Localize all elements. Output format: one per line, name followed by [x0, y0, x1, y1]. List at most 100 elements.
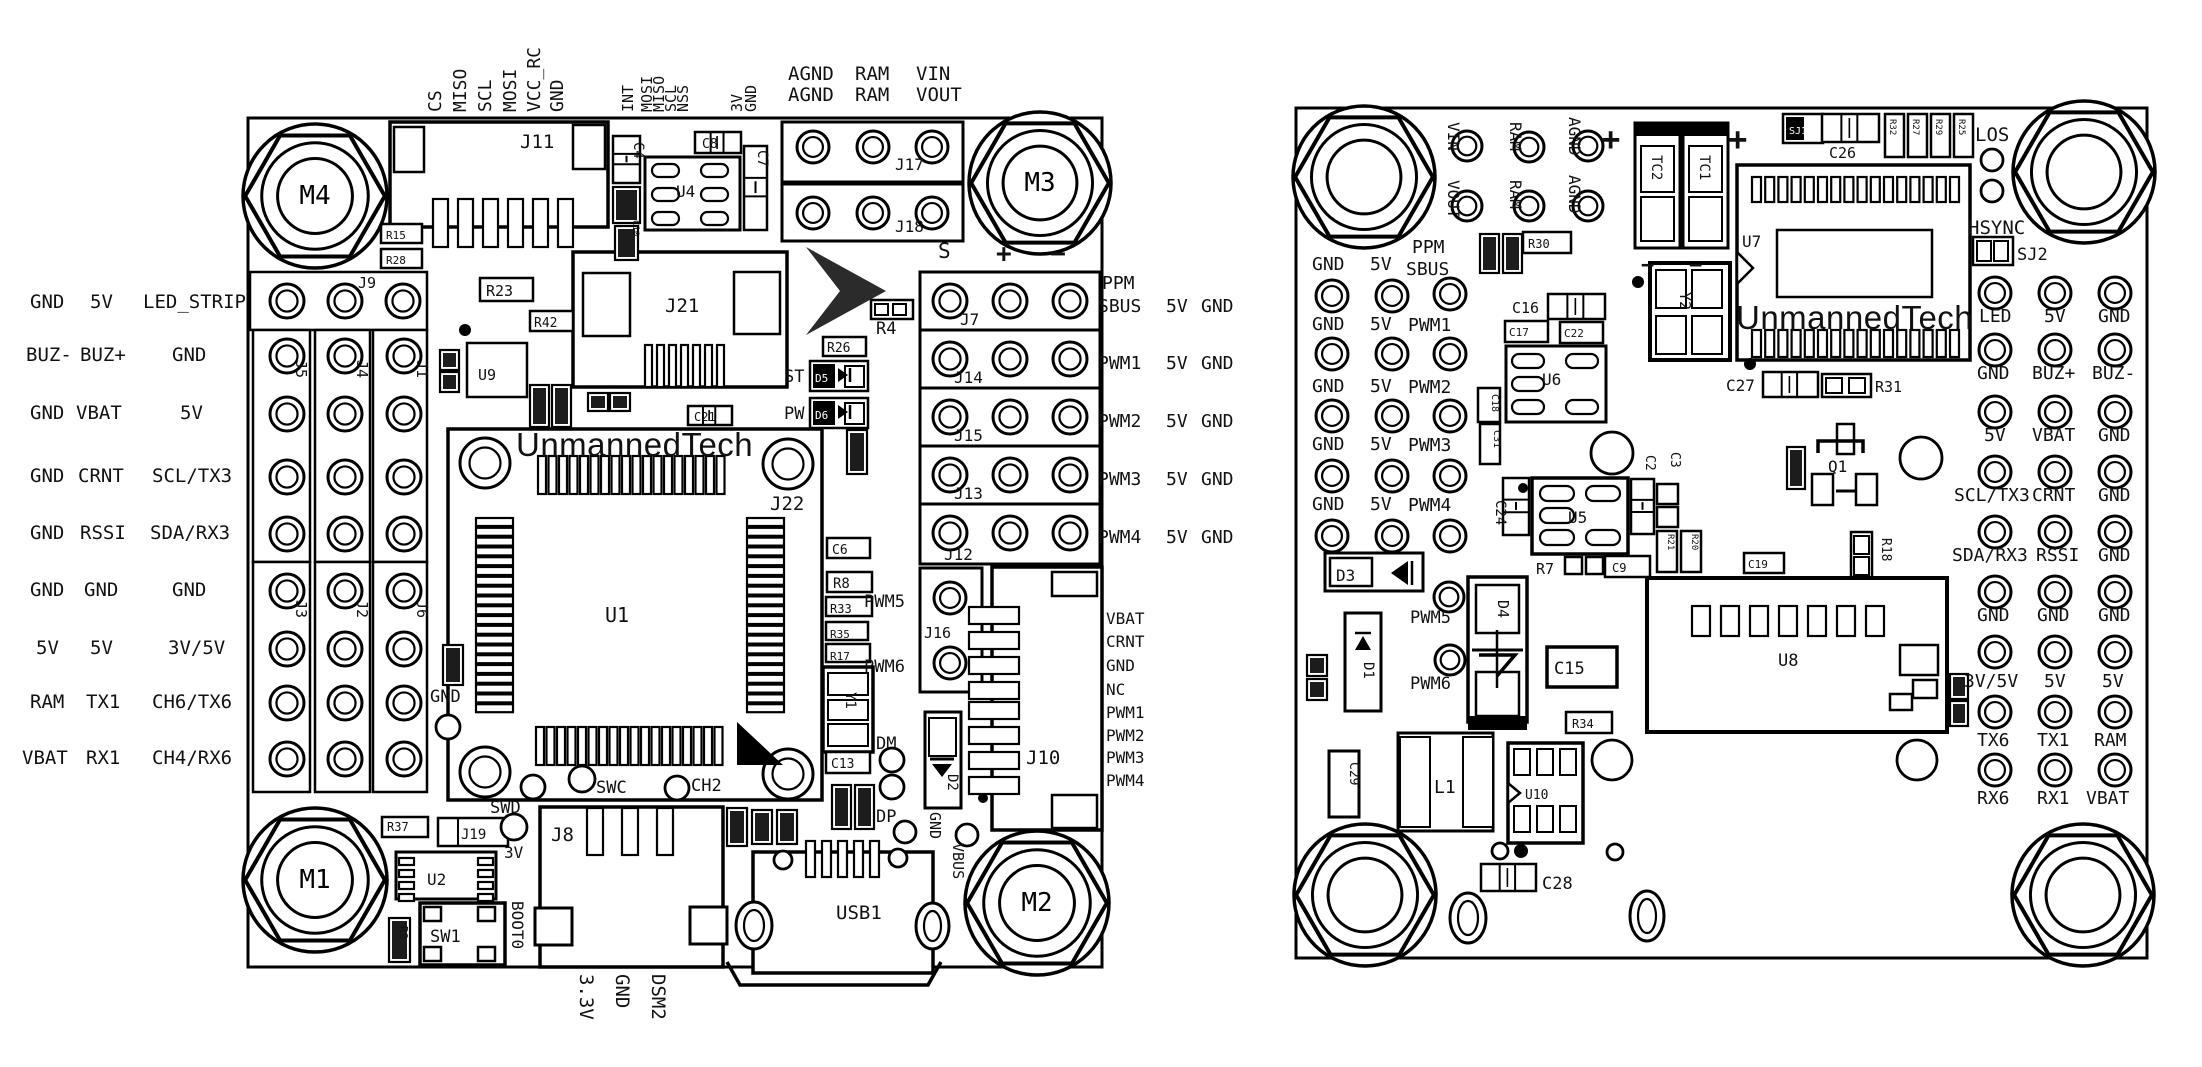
pad-hole	[998, 521, 1022, 545]
component	[827, 699, 869, 721]
silkscreen-label: D5	[815, 372, 828, 385]
component	[1691, 269, 1723, 309]
pin-slot	[1790, 175, 1802, 204]
silkscreen-label: R31	[1875, 378, 1902, 396]
silkscreen-label: SCL/TX3	[1954, 485, 2030, 506]
silkscreen-label: UnmannedTech	[1736, 299, 1973, 336]
pad-hole	[1983, 400, 2007, 424]
silkscreen-label: R35	[830, 628, 850, 641]
component	[1688, 145, 1723, 193]
silkscreen-label: SJ2	[2017, 245, 2048, 265]
silkscreen-label: GND	[1106, 656, 1135, 675]
pin-slot	[1690, 604, 1712, 638]
silkscreen-label: C28	[1542, 874, 1573, 894]
component	[827, 672, 869, 696]
small-component-body	[850, 433, 864, 471]
silkscreen-label: R23	[486, 282, 513, 300]
silkscreen-label: 5V	[1370, 494, 1392, 515]
pad-hole	[1439, 649, 1461, 671]
silkscreen-label: MOSI	[500, 69, 521, 112]
pin-slot	[587, 725, 598, 767]
pin-slot	[745, 536, 786, 547]
pad-hole	[392, 691, 416, 715]
component	[824, 750, 872, 775]
pin-slot	[474, 644, 515, 655]
silkscreen-label: MISO	[650, 76, 668, 112]
silkscreen-label: PWM5	[864, 592, 905, 612]
pin-slot	[531, 197, 550, 249]
pin-slot	[641, 454, 653, 496]
silkscreen-label: 5V	[1166, 411, 1188, 432]
silkscreen-label: PWM4	[1098, 527, 1141, 548]
silkscreen-label: GND	[2098, 425, 2131, 446]
capacitor	[1479, 862, 1538, 893]
pin-slot	[474, 663, 515, 675]
pad-hole	[998, 405, 1022, 429]
component	[1742, 551, 1786, 575]
silkscreen-label: SBUS	[1098, 296, 1141, 317]
silkscreen-label: PW	[784, 404, 805, 424]
pad-hole	[2043, 520, 2067, 544]
silkscreen-label: INT	[619, 85, 637, 112]
silkscreen-label: CRNT	[2032, 485, 2076, 506]
component	[1474, 670, 1521, 718]
silkscreen-label: 5V	[180, 402, 203, 424]
component	[1050, 793, 1099, 830]
small-component-body	[1953, 704, 1965, 723]
pin-slot	[1777, 328, 1789, 359]
via-hole	[1898, 435, 1944, 481]
silkscreen-label: PWM1	[1408, 315, 1451, 336]
silkscreen-label: RX1	[2037, 788, 2070, 809]
silkscreen-label: GND	[2037, 605, 2070, 626]
marker-shape	[1816, 439, 1865, 453]
pin-slot	[745, 634, 786, 645]
silkscreen-label: −	[1641, 253, 1654, 278]
component	[528, 309, 575, 333]
silkscreen-label: GND	[1201, 469, 1234, 490]
pad-hole	[392, 344, 416, 368]
capacitor	[693, 130, 743, 155]
pin-slot	[745, 595, 786, 606]
pin-slot	[745, 663, 786, 675]
pin-slot	[745, 556, 786, 567]
silkscreen-label: C26	[1829, 144, 1856, 162]
pin-slot	[474, 683, 515, 694]
pin-slot	[474, 673, 515, 684]
component	[465, 341, 529, 399]
pin-slot	[1843, 175, 1855, 204]
pad-hole	[2043, 400, 2067, 424]
silkscreen-label: RAM	[1506, 122, 1525, 151]
pad-hole	[392, 637, 416, 661]
pin-slot	[655, 343, 666, 389]
silkscreen-label: GND	[1201, 353, 1234, 374]
component	[1848, 377, 1866, 394]
marker-shape	[737, 722, 783, 765]
pad-hole	[861, 135, 885, 159]
small-component-body	[443, 353, 456, 367]
component	[1640, 196, 1675, 242]
pad-hole	[1456, 195, 1478, 217]
silkscreen-label: R33	[830, 602, 852, 616]
via-hole	[1605, 842, 1625, 862]
pin-slot	[474, 565, 515, 577]
silkscreen-label: GND	[1312, 434, 1345, 455]
pad-hole	[2103, 520, 2127, 544]
pin-slot	[852, 839, 865, 879]
pad-hole	[2043, 338, 2067, 362]
pad-hole	[1456, 135, 1478, 157]
silkscreen-label: GND	[30, 522, 64, 544]
component	[392, 125, 426, 174]
silkscreen-label: 3V/5V	[168, 637, 225, 659]
silkscreen-label: R37	[387, 820, 409, 834]
component	[1853, 556, 1870, 576]
small-component-body	[835, 788, 848, 826]
pad-hole	[920, 135, 944, 159]
silkscreen-label: C29	[1346, 762, 1361, 785]
silkscreen-label: 5V	[2044, 671, 2066, 692]
pin-slot	[1719, 604, 1741, 638]
pad-hole	[275, 465, 299, 489]
component	[533, 906, 574, 947]
component	[1462, 736, 1494, 828]
component	[379, 222, 424, 245]
